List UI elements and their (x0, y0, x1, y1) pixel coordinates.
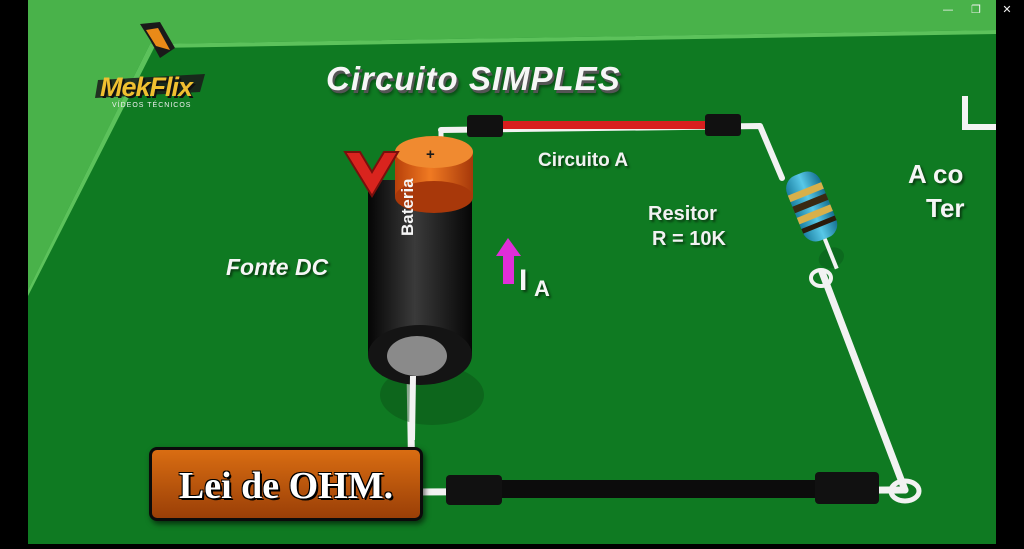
battery-plus-label: + (426, 146, 435, 163)
bottom-black-wire (490, 480, 830, 498)
bottom-right-connector (815, 472, 879, 504)
circuit-label: Circuito A (538, 150, 629, 171)
battery-label: Bateria (398, 178, 417, 236)
top-right-connector (705, 114, 741, 136)
minimize-button[interactable]: — (942, 3, 954, 16)
logo-subtitle: VÍDEOS TÉCNICOS (112, 102, 192, 109)
logo-wordmark: MekFlix (100, 72, 193, 102)
battery (368, 136, 484, 441)
terminal-ring-bottom (888, 478, 922, 504)
restore-button[interactable]: ❐ (971, 3, 981, 16)
voltage-symbol-icon (343, 151, 400, 198)
right-letterbox (996, 0, 1024, 544)
cutoff-text-line2: Ter (926, 193, 965, 223)
close-button[interactable]: ✕ (1002, 3, 1012, 16)
terminal-ring-resistor (809, 268, 833, 288)
cutoff-text-line1: A co (908, 159, 964, 189)
scene-title: Circuito SIMPLES (326, 60, 621, 97)
mekflix-logo-icon (95, 22, 205, 98)
bottom-left-connector (446, 475, 502, 505)
caption-text: Lei de OHM. (178, 465, 394, 507)
current-subscript: A (534, 276, 550, 301)
resistor-value: R = 10K (652, 228, 726, 250)
current-arrow-icon (496, 238, 521, 284)
current-letter: I (519, 264, 528, 297)
source-label: Fonte DC (226, 254, 329, 280)
red-wire (490, 121, 715, 129)
resistor (786, 171, 844, 270)
left-letterbox (0, 0, 28, 544)
top-left-connector (467, 115, 503, 137)
resistor-label: Resitor (648, 203, 717, 225)
partial-letter-shape (962, 96, 996, 130)
caption-box: Lei de OHM. (149, 447, 423, 521)
circuit-board (28, 30, 996, 544)
